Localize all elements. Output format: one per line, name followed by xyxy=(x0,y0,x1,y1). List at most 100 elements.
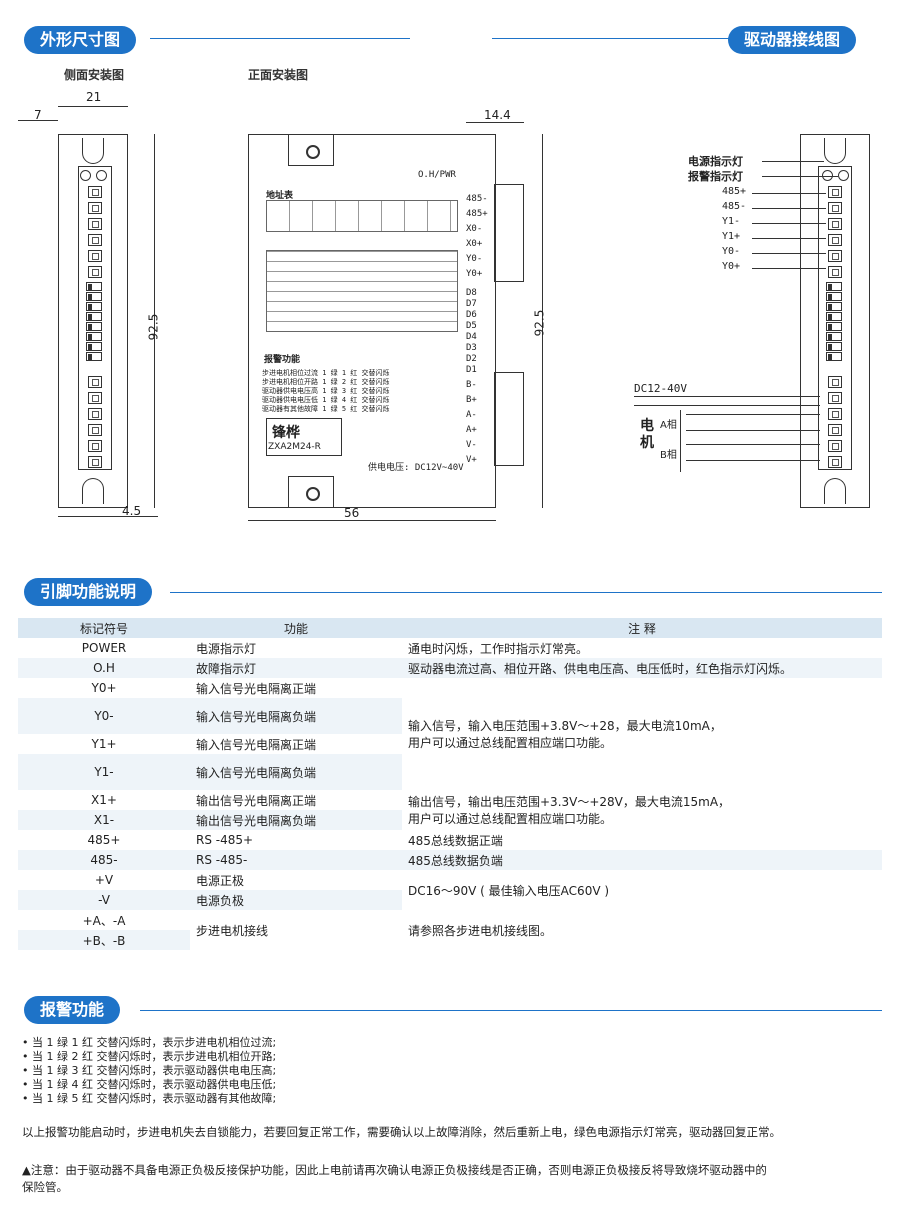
dip-switch xyxy=(826,302,842,311)
pin-symbol: -V xyxy=(18,890,190,910)
dip-label: D1 xyxy=(466,365,477,375)
alarm-panel-row: 驱动器有其他故障 1 绿 5 红 交替闪烁 xyxy=(262,405,390,413)
mount-tab xyxy=(288,134,334,166)
terminal-pin xyxy=(88,408,102,420)
wire xyxy=(680,410,681,472)
address-table xyxy=(266,200,458,232)
motor-label: 电机 xyxy=(640,418,654,451)
wire xyxy=(686,444,820,445)
dim-line xyxy=(154,134,155,508)
dip-switch xyxy=(826,312,842,321)
pin-symbol: +V xyxy=(94,873,114,887)
front-signal-label: 485+ xyxy=(466,209,488,219)
pin-function: 输入信号光电隔离正端 xyxy=(196,681,317,696)
terminal-pin xyxy=(828,456,842,468)
power-connector xyxy=(494,372,524,466)
terminal-pin xyxy=(88,376,102,388)
brand-box xyxy=(266,418,342,456)
dim-line xyxy=(542,134,543,508)
model-name: ZXA2M24-R xyxy=(268,442,321,452)
section-title-wiring: 驱动器接线图 xyxy=(728,26,857,54)
wire xyxy=(752,238,826,239)
pin-note: 485总线数据负端 xyxy=(402,850,882,870)
pin-function: RS -485+ xyxy=(196,833,254,847)
wiring-signal-label: Y1+ xyxy=(722,231,741,242)
col-header-function: 功能 xyxy=(190,618,402,638)
pin-function: 步进电机接线 xyxy=(196,923,269,938)
power-pin-label: A- xyxy=(466,410,477,420)
wire xyxy=(686,414,820,415)
front-signal-label: Y0+ xyxy=(466,269,483,279)
terminal-pin xyxy=(88,266,102,278)
pin-function: 输入信号光电隔离负端 xyxy=(190,754,402,790)
phase-a-label: A相 xyxy=(660,420,677,431)
table-row: +B、-B xyxy=(18,930,882,950)
pin-symbol: +B、-B xyxy=(18,930,190,950)
alarm-panel-row: 步进电机相位开路 1 绿 2 红 交替闪烁 xyxy=(262,378,390,386)
table-row: Y0-输入信号光电隔离负端 xyxy=(18,698,882,734)
pin-function: 输入信号光电隔离正端 xyxy=(196,737,317,752)
pin-symbol: Y1- xyxy=(18,754,190,790)
led-icon xyxy=(80,170,91,181)
dip-switch xyxy=(86,302,102,311)
alarm-line: • 当 1 绿 3 红 交替闪烁时，表示驱动器供电电压高; xyxy=(22,1064,277,1077)
wire xyxy=(752,208,826,209)
pin-symbol: X1+ xyxy=(91,793,117,807)
oh-pwr-label: O.H/PWR xyxy=(418,170,456,180)
pin-symbol: 485- xyxy=(18,850,190,870)
screw-icon xyxy=(306,145,320,159)
dip-label: D7 xyxy=(466,299,477,309)
power-pin-label: V- xyxy=(466,440,477,450)
terminal-pin xyxy=(88,440,102,452)
pin-function: 故障指示灯 xyxy=(190,658,402,678)
dip-switch xyxy=(86,322,102,331)
dim-line xyxy=(248,520,496,521)
pin-function: 电源正极 xyxy=(196,873,245,888)
dim-92-5: 92.5 xyxy=(532,309,547,337)
terminal-pin xyxy=(88,424,102,436)
terminal-pin xyxy=(88,218,102,230)
terminal-pin xyxy=(828,250,842,262)
alarm-line: • 当 1 绿 5 红 交替闪烁时，表示驱动器有其他故障; xyxy=(22,1092,277,1105)
table-row: 485+ RS -485+ 485总线数据正端 xyxy=(18,830,882,850)
table-row: X1-输出信号光电隔离负端 xyxy=(18,810,882,830)
wiring-signal-label: Y0+ xyxy=(722,261,741,272)
dip-label: D8 xyxy=(466,288,477,298)
dip-label: D2 xyxy=(466,354,477,364)
pin-symbol: O.H xyxy=(18,658,190,678)
pin-note: 通电时闪烁，工作时指示灯常亮。 xyxy=(408,641,589,656)
terminal-pin xyxy=(828,218,842,230)
dip-switch xyxy=(86,342,102,351)
wire xyxy=(686,430,820,431)
col-header-note: 注 释 xyxy=(402,618,882,638)
table-row: X1+输出信号光电隔离正端输出信号，输出电压范围+3.3V～+28V，最大电流1… xyxy=(18,790,882,830)
pin-note: 请参照各步进电机接线图。 xyxy=(402,910,882,950)
terminal-pin xyxy=(88,202,102,214)
pin-symbol: X1- xyxy=(18,810,190,830)
pin-symbol: 485+ xyxy=(87,833,121,847)
table-row: 485-RS -485-485总线数据负端 xyxy=(18,850,882,870)
pin-note: 485总线数据正端 xyxy=(408,833,503,848)
dip-switch xyxy=(826,292,842,301)
wire xyxy=(686,460,820,461)
dip-switch xyxy=(86,282,102,291)
pin-note: 输入信号，输入电压范围+3.8V～+28，最大电流10mA， 用户可以通过总线配… xyxy=(402,678,882,790)
leader-line xyxy=(762,161,824,162)
divider xyxy=(170,592,882,593)
dim-7: 7 xyxy=(34,108,42,122)
alarm-line: • 当 1 绿 1 红 交替闪烁时，表示步进电机相位过流; xyxy=(22,1036,277,1049)
alarm-led-label: 报警指示灯 xyxy=(688,170,743,183)
front-view-title: 正面安装图 xyxy=(248,68,309,82)
alarm-line: • 当 1 绿 4 红 交替闪烁时，表示驱动器供电电压低; xyxy=(22,1078,277,1091)
wiring-driver-body xyxy=(800,134,870,508)
front-signal-label: Y0- xyxy=(466,254,483,264)
wire xyxy=(634,396,820,397)
mount-slot xyxy=(82,138,104,164)
terminal-pin xyxy=(828,202,842,214)
dip-switch xyxy=(826,352,842,361)
dip-label: D6 xyxy=(466,310,477,320)
wiring-signal-label: 485+ xyxy=(722,186,747,197)
dim-14-4: 14.4 xyxy=(484,108,511,122)
